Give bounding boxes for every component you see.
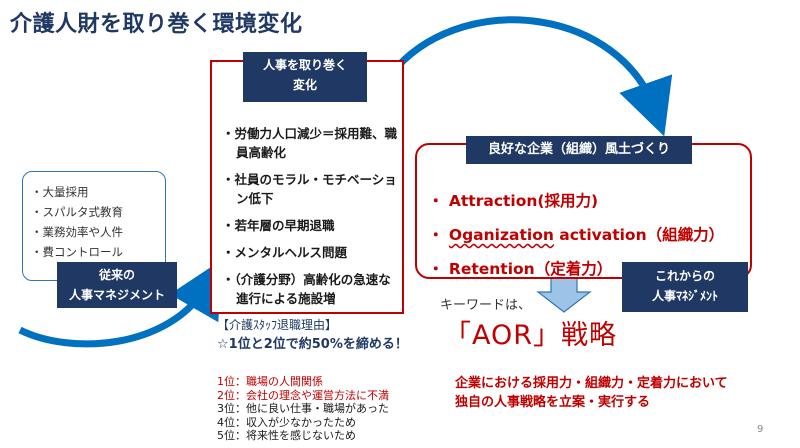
changes-label: 人事を取り巻く 変化 — [243, 52, 367, 102]
keyword-label: キーワードは、 — [440, 298, 532, 313]
slide-title: 介護人財を取り巻く環境変化 — [10, 12, 303, 37]
label-line: これからの — [654, 269, 715, 283]
page-number: 9 — [757, 424, 764, 435]
list-item: 1位：職場の人間関係 — [217, 375, 323, 388]
list-item: 労働力人口減少＝採用難、職員高齢化 — [222, 124, 398, 162]
list-item: Attraction(採用力) — [428, 184, 724, 218]
aor-list: Attraction(採用力) Oganization activation（組… — [428, 184, 724, 286]
list-item: スパルタ式教育 — [31, 202, 165, 222]
list-item: （介護分野）高齢化の急速な進行による施設増 — [222, 270, 398, 308]
list-item: 5位：将来性を感じないため — [217, 429, 356, 442]
curved-arrow-bottom — [18, 259, 222, 348]
summary-line: 独自の人事戦略を立案・実行する — [455, 395, 651, 410]
list-item-suffix: activation（組織力） — [553, 226, 725, 244]
list-item: 社員のモラル・モチベーション低下 — [222, 170, 398, 208]
traditional-label: 従来の 人事マネジメント — [57, 262, 177, 308]
reasons-heading: 【介護ｽﾀｯﾌ退職理由】 — [217, 318, 338, 332]
label-line: 従来の — [98, 268, 135, 282]
future-label: これからの 人事ﾏﾈｼﾞﾒﾝﾄ — [622, 262, 748, 312]
spell-flag: Oganization — [448, 226, 554, 244]
list-item: Oganization activation（組織力） — [428, 218, 724, 252]
label-line: 人事ﾏﾈｼﾞﾒﾝﾄ — [651, 289, 718, 303]
summary-line: 企業における採用力・組織力・定着力において — [455, 376, 728, 391]
list-item: 3位：他に良い仕事・職場があった — [217, 402, 389, 415]
list-item: 2位：会社の理念や運営方法に不満 — [217, 388, 389, 402]
label-line: 変化 — [292, 78, 317, 92]
strategy-title: 「AOR」戦略 — [444, 320, 618, 351]
list-item: 業務効率や人件 — [31, 222, 165, 242]
list-item: 費コントロール — [31, 242, 165, 262]
curved-arrow-top — [395, 16, 673, 137]
list-item: 大量採用 — [31, 182, 165, 202]
list-item: 若年層の早期退職 — [222, 216, 398, 235]
list-item: メンタルヘルス問題 — [222, 243, 398, 262]
list-item: 4位：収入が少なかったため — [217, 415, 356, 429]
culture-label: 良好な企業（組織）風土づくり — [466, 136, 692, 164]
label-line: 人事マネジメント — [68, 288, 165, 302]
strategy-summary: 企業における採用力・組織力・定着力において 独自の人事戦略を立案・実行する — [455, 374, 728, 412]
list-item: Retention（定着力） — [428, 252, 724, 286]
label-line: 人事を取り巻く — [262, 58, 347, 72]
reasons-list: 1位：職場の人間関係 2位：会社の理念や運営方法に不満 3位：他に良い仕事・職場… — [217, 375, 389, 443]
traditional-list: 大量採用 スパルタ式教育 業務効率や人件 費コントロール — [23, 172, 165, 262]
changes-list: 労働力人口減少＝採用難、職員高齢化 社員のモラル・モチベーション低下 若年層の早… — [222, 124, 398, 316]
reasons-subheading: ☆1位と2位で約50%を締める！ — [217, 337, 408, 352]
